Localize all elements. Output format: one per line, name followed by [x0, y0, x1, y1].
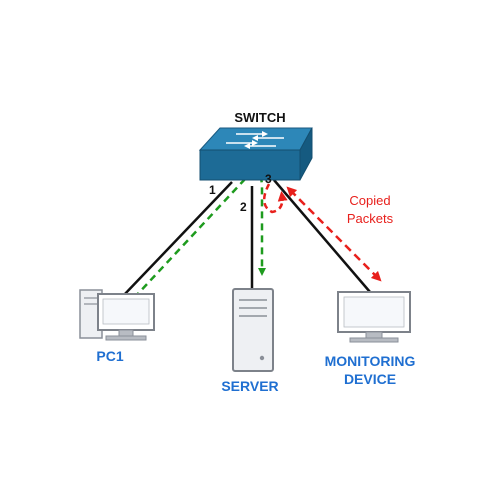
- switch-label: SWITCH: [234, 110, 286, 125]
- server-icon: [232, 288, 274, 372]
- copied-packets-annotation: Copied Packets: [335, 192, 405, 228]
- monitoring-device-label-line2: DEVICE: [343, 371, 397, 387]
- copied-packets-line2: Packets: [346, 211, 394, 226]
- switch-icon: [198, 127, 313, 181]
- mirror-path-to-monitor: [286, 186, 382, 282]
- monitoring-device-label: MONITORING DEVICE: [300, 352, 440, 388]
- port-3-label: 3: [265, 172, 272, 186]
- port-1-label: 1: [209, 183, 216, 197]
- monitoring-device-label-line1: MONITORING: [324, 353, 416, 369]
- pc1-label: PC1: [96, 348, 124, 364]
- server-label: SERVER: [221, 378, 279, 394]
- cable-pc1: [123, 181, 233, 296]
- monitoring-device-monitor-icon: [337, 291, 411, 343]
- traffic-path-pc1-to-server: [133, 171, 266, 299]
- mirror-loop-path: [263, 183, 288, 214]
- copied-packets-line1: Copied: [349, 193, 391, 208]
- port-2-label: 2: [240, 200, 247, 214]
- pc1-computer-icon: [79, 289, 155, 341]
